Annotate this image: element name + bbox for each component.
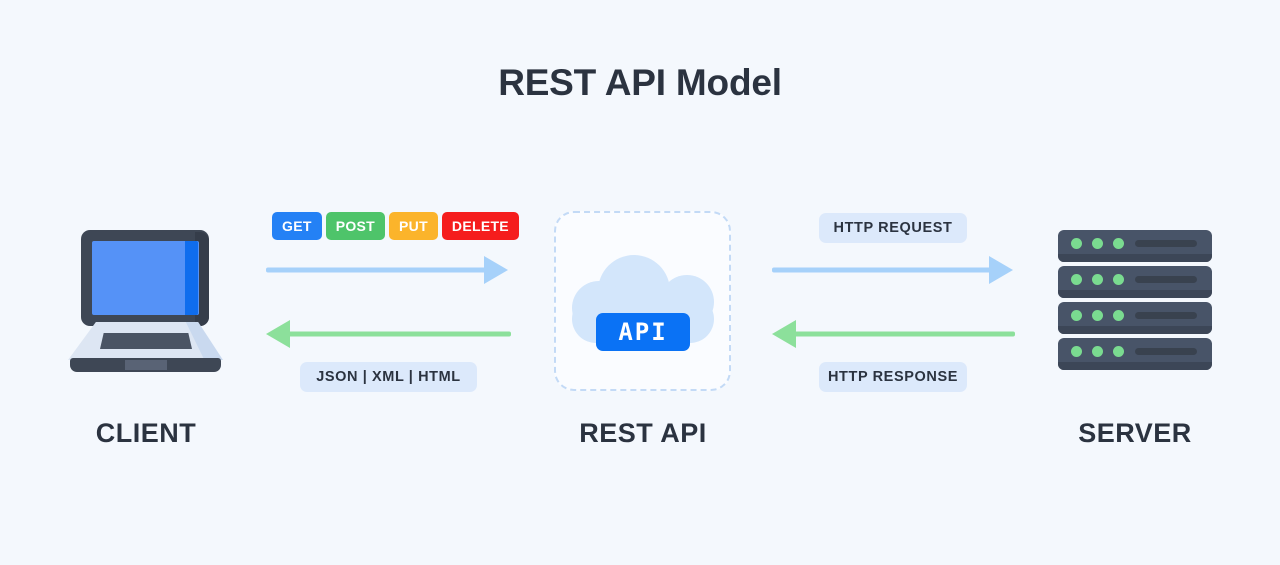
arrow-head — [484, 256, 508, 284]
arrow-shaft — [772, 267, 991, 273]
arrow-shaft — [794, 331, 1015, 337]
server-led — [1092, 274, 1103, 285]
server-led — [1092, 310, 1103, 321]
method-badge-post[interactable]: POST — [325, 212, 386, 240]
arrow-head — [989, 256, 1013, 284]
page-title: REST API Model — [498, 62, 782, 103]
arrow-shaft — [266, 267, 486, 273]
laptop-keyboard — [100, 333, 192, 349]
node-label-server: SERVER — [1078, 418, 1192, 448]
server-led — [1113, 310, 1124, 321]
server-led — [1092, 238, 1103, 249]
server-led — [1092, 346, 1103, 357]
node-label-client: CLIENT — [95, 418, 197, 448]
arrow-head — [266, 320, 290, 348]
server-rack-unit — [1058, 302, 1212, 334]
server-led — [1071, 310, 1082, 321]
server-led — [1071, 346, 1082, 357]
server-rack-shade — [1058, 290, 1212, 298]
server-led — [1071, 274, 1082, 285]
server-led — [1113, 274, 1124, 285]
server-rack-unit — [1058, 338, 1212, 370]
laptop-trackpad-notch — [125, 360, 167, 370]
server-rack-shade — [1058, 326, 1212, 334]
server-led — [1113, 346, 1124, 357]
server-rack-unit — [1058, 230, 1212, 262]
server-slot — [1135, 240, 1197, 247]
laptop-screen-strip — [185, 241, 198, 315]
server-rack-icon — [1058, 230, 1212, 372]
server-slot — [1135, 348, 1197, 355]
http-request-pill: HTTP REQUEST — [819, 213, 967, 243]
http-method-badges: GET POST PUT DELETE — [272, 212, 519, 240]
method-badge-put[interactable]: PUT — [389, 212, 438, 240]
method-badge-get[interactable]: GET — [272, 212, 322, 240]
laptop-icon — [68, 230, 223, 372]
server-rack-shade — [1058, 254, 1212, 262]
arrow-client-to-api — [266, 256, 508, 284]
http-response-pill: HTTP RESPONSE — [819, 362, 967, 392]
server-led — [1071, 238, 1082, 249]
laptop-screen — [92, 241, 199, 315]
server-slot — [1135, 276, 1197, 283]
response-formats-pill: JSON | XML | HTML — [300, 362, 477, 392]
arrow-server-to-api — [772, 320, 1015, 348]
method-badge-delete[interactable]: DELETE — [441, 212, 519, 240]
server-slot — [1135, 312, 1197, 319]
server-rack-unit — [1058, 266, 1212, 298]
arrow-api-to-client — [266, 320, 511, 348]
arrow-head — [772, 320, 796, 348]
server-led — [1113, 238, 1124, 249]
arrow-shaft — [288, 331, 511, 337]
api-badge: API — [596, 313, 690, 351]
arrow-api-to-server — [772, 256, 1013, 284]
server-rack-shade — [1058, 362, 1212, 370]
node-label-rest-api: REST API — [579, 418, 707, 448]
